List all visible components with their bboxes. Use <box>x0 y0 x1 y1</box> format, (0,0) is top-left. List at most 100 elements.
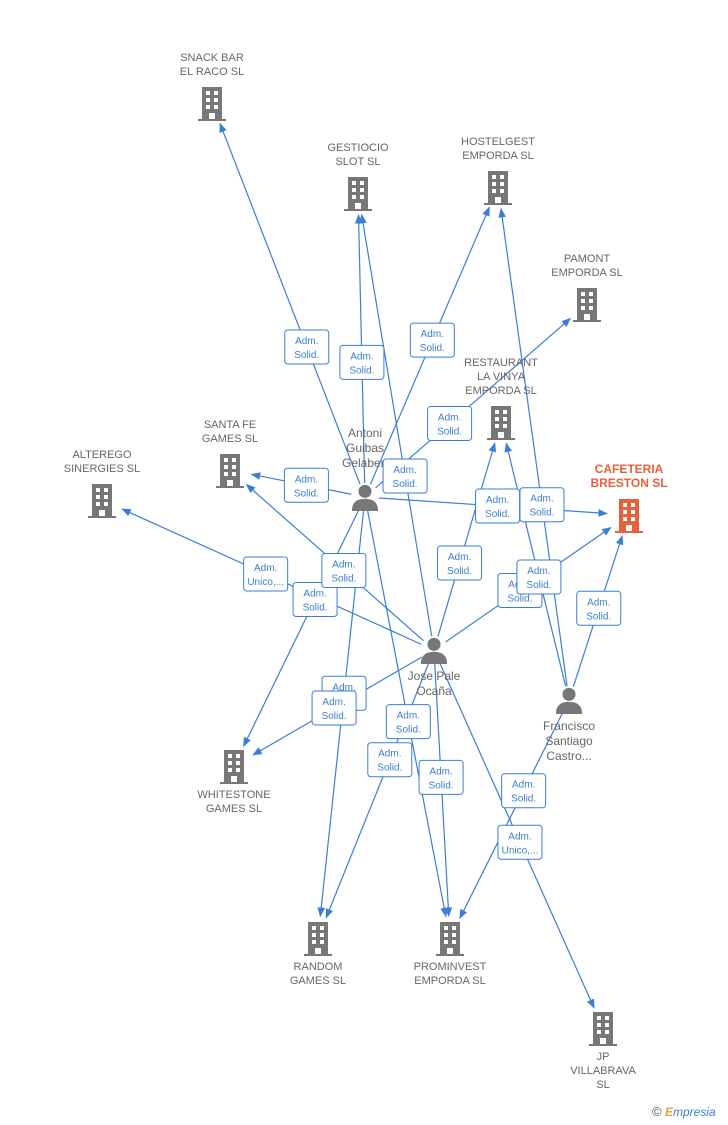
building-icon <box>487 406 515 440</box>
role-badge-antoni-hostelgest[interactable]: Adm. Solid. <box>409 322 455 358</box>
role-badge-jose-jpvillabrava[interactable]: Adm.Unico,... <box>497 824 543 860</box>
company-label: CAFETERIA <box>595 462 664 476</box>
role-badge-antoni-cafeteria[interactable]: Adm.Solid. <box>475 488 521 524</box>
role-badge-francisco-hostelgest[interactable]: Adm.Solid. <box>519 487 565 523</box>
role-text: Adm. <box>438 412 461 423</box>
role-badge-francisco-cafeteria[interactable]: Adm.Solid. <box>576 590 622 626</box>
edge-jose-restaurant <box>437 442 497 637</box>
company-prominvest[interactable]: PROMINVEST EMPORDA SL <box>414 922 487 987</box>
role-badge-jose-santafe[interactable]: Adm.Solid. <box>321 552 367 588</box>
company-pamont[interactable]: PAMONT EMPORDA SL <box>551 253 623 322</box>
person-francisco[interactable]: FranciscoSantiagoCastro... <box>543 687 595 763</box>
role-text: Adm. <box>332 682 355 693</box>
role-badge-antoni-pamont[interactable]: Adm.Solid. <box>427 405 473 441</box>
role-text: Adm. <box>295 336 318 347</box>
company-label: HOSTELGEST <box>461 136 535 148</box>
building-icon <box>589 1012 617 1046</box>
person-icon <box>351 484 379 511</box>
role-badge-jose-restaurant[interactable]: Adm.Solid. <box>437 545 483 581</box>
company-label: SINERGIES SL <box>64 463 140 475</box>
building-icon <box>484 171 512 205</box>
role-badge-jose-whitestone[interactable]: Adm. Solid. <box>311 690 357 726</box>
building-icon <box>344 177 372 211</box>
edge-antoni-whitestone <box>243 509 360 748</box>
company-label: EMPORDA SL <box>465 385 537 397</box>
brand-initial: E <box>664 1105 673 1119</box>
role-badge-antoni-snack[interactable]: Adm. Solid. <box>284 329 330 365</box>
role-text: Adm. <box>393 465 416 476</box>
person-label: Castro... <box>546 749 591 763</box>
role-text: Adm. <box>397 711 420 722</box>
building-icon <box>304 922 332 956</box>
role-text: Adm. <box>303 589 326 600</box>
company-label: WHITESTONE <box>197 789 270 801</box>
role-badge-francisco-prominvest[interactable]: Adm. Solid. <box>501 773 547 809</box>
role-badge-antoni-santafe[interactable]: Adm. Solid. <box>283 467 329 503</box>
role-text: Adm. <box>421 329 444 340</box>
company-label: LA VINYA <box>477 371 526 383</box>
role-text: Unico,... <box>247 577 284 588</box>
company-label: SANTA FE <box>204 419 256 431</box>
person-label: Gelabert <box>342 456 389 470</box>
role-text: Solid. <box>429 780 454 791</box>
person-label: Santiago <box>545 734 593 748</box>
role-text: Adm. <box>322 697 345 708</box>
role-badge-jose-alterego[interactable]: Adm.Unico,... <box>243 556 289 592</box>
role-text: Unico,... <box>502 845 539 856</box>
company-label: SLOT SL <box>335 156 380 168</box>
person-label: Ocaña <box>416 684 452 698</box>
role-badge-jose-random[interactable]: Adm.Solid. <box>367 742 413 778</box>
role-badge-jose-prominvest[interactable]: Adm.Solid. <box>418 759 464 795</box>
edge-francisco-prominvest <box>459 712 564 920</box>
role-text: Adm. <box>512 780 535 791</box>
edge-jose-gestiocio <box>359 213 433 637</box>
role-badge-antoni-prominvest[interactable]: Adm.Solid. <box>385 704 431 740</box>
copyright-symbol: © <box>652 1104 662 1119</box>
role-text: Solid. <box>511 794 536 805</box>
role-text: Adm. <box>295 474 318 485</box>
company-label: SNACK BAR <box>180 52 244 64</box>
building-icon <box>198 87 226 121</box>
role-badge-antoni-gestiocio[interactable]: Adm. Solid. <box>339 344 385 380</box>
role-text: Solid. <box>322 711 347 722</box>
person-icon <box>555 687 583 714</box>
company-label: EMPORDA SL <box>551 267 623 279</box>
building-icon <box>615 499 643 533</box>
role-badge-francisco-restaurant[interactable]: Adm.Solid. <box>516 559 562 595</box>
building-icon <box>573 288 601 322</box>
role-text: Solid. <box>507 594 532 605</box>
company-label: ALTEREGO <box>72 449 132 461</box>
empresia-logo[interactable]: © Empresia <box>652 1104 716 1119</box>
role-text: Adm. <box>378 749 401 760</box>
role-badge-jose-gestiocio[interactable]: Adm. Solid. <box>382 458 428 494</box>
company-label: PROMINVEST <box>414 961 487 973</box>
edge-antoni-snack <box>219 122 361 485</box>
role-text: Solid. <box>420 343 445 354</box>
company-label: VILLABRAVA <box>570 1065 636 1077</box>
company-alterego[interactable]: ALTEREGO SINERGIES SL <box>64 449 140 518</box>
edge-francisco-hostelgest <box>498 207 568 687</box>
role-text: Solid. <box>393 479 418 490</box>
role-text: Solid. <box>294 350 319 361</box>
role-text: Adm. <box>350 351 373 362</box>
company-label: EL RACO SL <box>180 66 244 78</box>
company-snack[interactable]: SNACK BAR EL RACO SL <box>180 52 244 121</box>
company-label: RANDOM <box>294 961 343 973</box>
company-label: EMPORDA SL <box>414 975 486 987</box>
company-label: PAMONT <box>564 253 611 265</box>
role-badge-antoni-whitestone[interactable]: Adm. Solid. <box>292 582 338 618</box>
role-text: Solid. <box>303 603 328 614</box>
role-text: Solid. <box>349 365 374 376</box>
role-text: Solid. <box>294 488 319 499</box>
